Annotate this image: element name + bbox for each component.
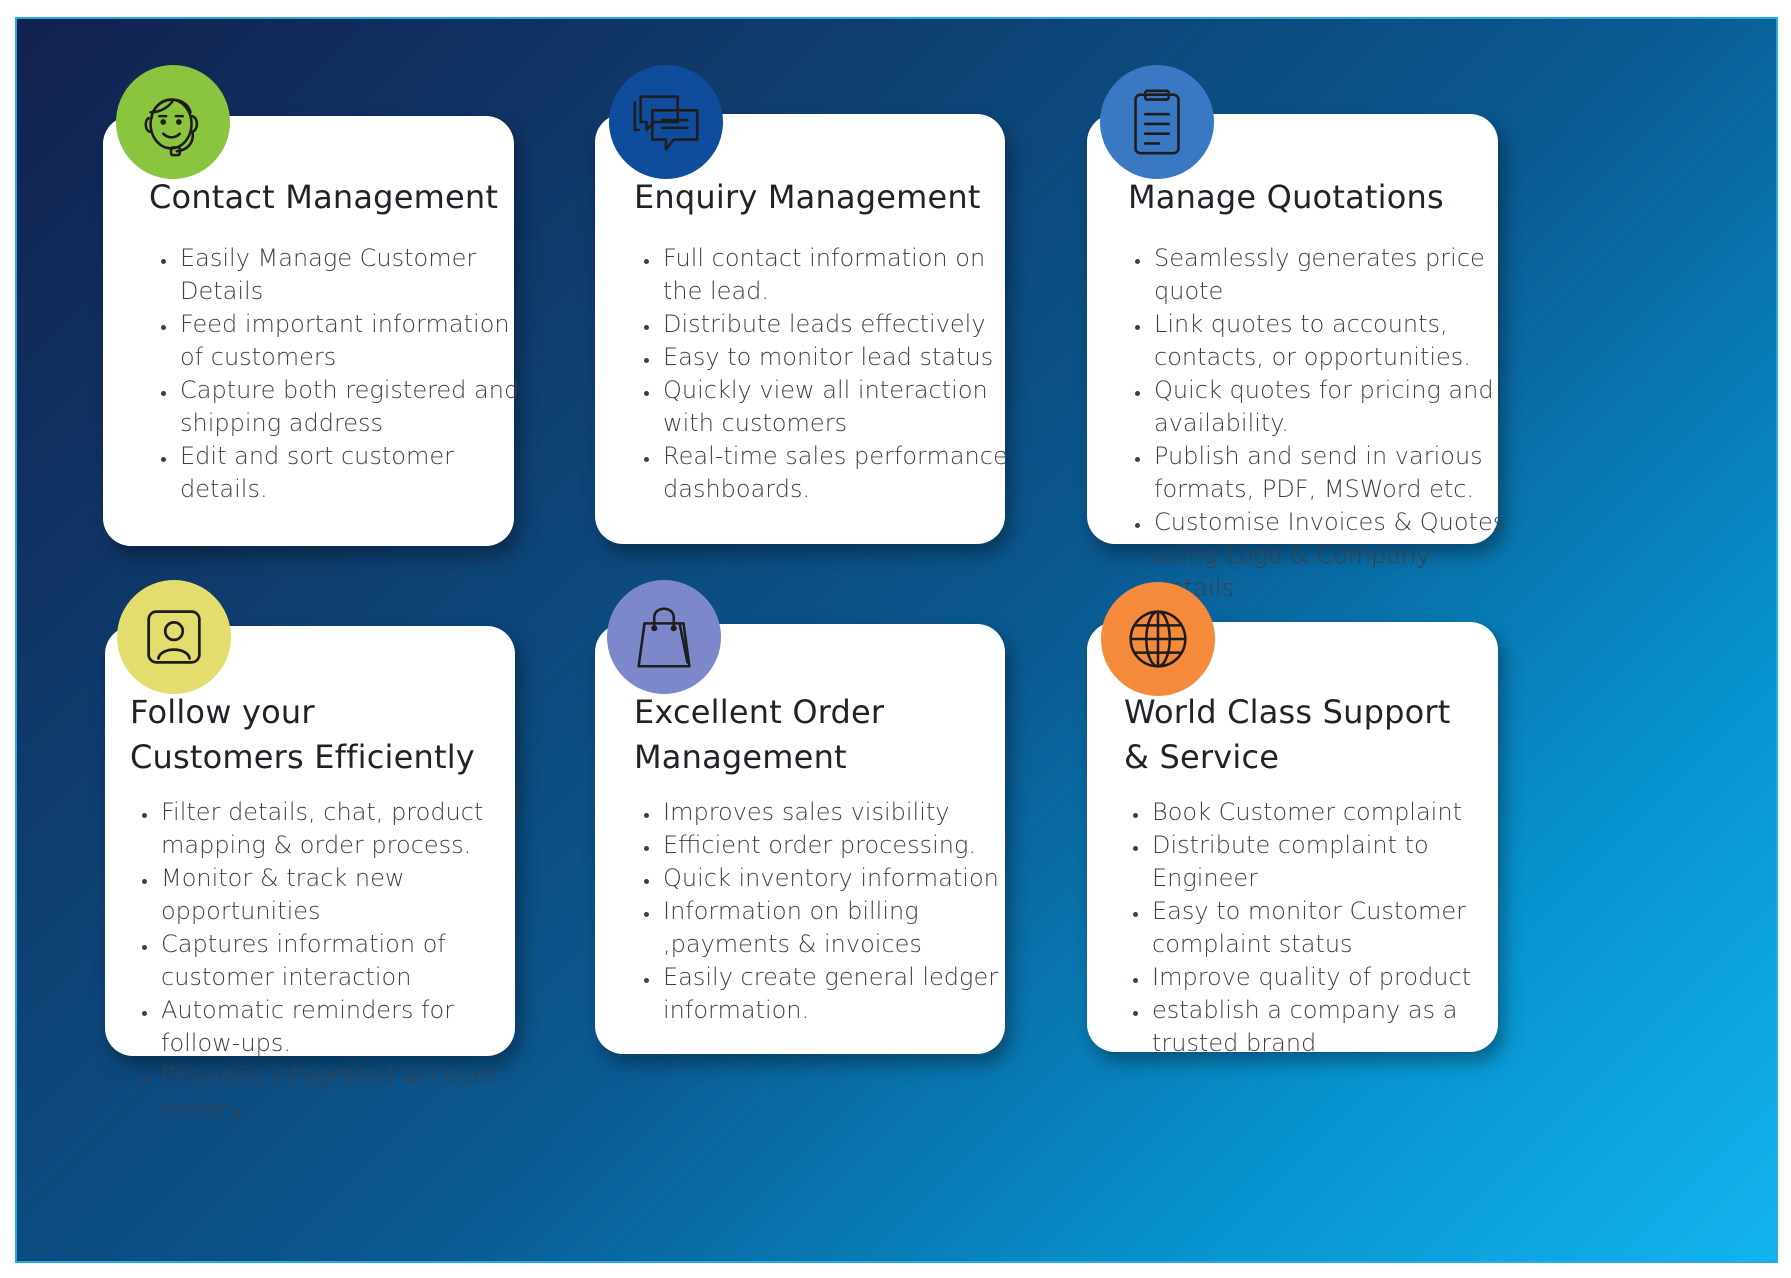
list-item: Quickly view all interaction with custom… bbox=[661, 374, 1011, 440]
list-item: Quick quotes for pricing and availabilit… bbox=[1152, 374, 1512, 440]
chat-bubbles-icon bbox=[609, 65, 723, 179]
list-item: Automatic reminders for follow-ups. bbox=[159, 994, 539, 1060]
card-manage-quotations: Seamlessly generates price quote Link qu… bbox=[1087, 114, 1505, 602]
clipboard-icon bbox=[1100, 65, 1214, 179]
list-item: Full contact information on the lead. bbox=[661, 242, 1011, 308]
list-item: Improves sales visibility bbox=[661, 796, 1021, 829]
card-title: Excellent Order Management bbox=[634, 693, 885, 776]
feature-panel: Easily Manage Customer Details Feed impo… bbox=[15, 17, 1778, 1263]
card-order-management: Excellent Order Management Improves sale… bbox=[595, 624, 1005, 1054]
list-item: Distribute leads effectively bbox=[661, 308, 1011, 341]
card-title: Manage Quotations bbox=[1128, 178, 1444, 216]
list-item: Provides integrated account history bbox=[159, 1060, 539, 1126]
list-item: Efficient order processing. bbox=[661, 829, 1021, 862]
list-item: Publish and send in various formats, PDF… bbox=[1152, 440, 1512, 506]
list-item: Distribute complaint to Engineer bbox=[1150, 829, 1510, 895]
card-title: Contact Management bbox=[149, 178, 499, 216]
list-item: Filter details, chat, product mapping & … bbox=[159, 796, 539, 862]
list-item: establish a company as a trusted brand bbox=[1150, 994, 1510, 1060]
list-item: Customise Invoices & Quotes using Logo &… bbox=[1152, 506, 1512, 605]
card-feature-list: Filter details, chat, product mapping & … bbox=[129, 796, 539, 1126]
list-item: Seamlessly generates price quote bbox=[1152, 242, 1512, 308]
card-title: Enquiry Management bbox=[634, 178, 981, 216]
list-item: Link quotes to accounts, contacts, or op… bbox=[1152, 308, 1512, 374]
list-item: Captures information of customer interac… bbox=[159, 928, 539, 994]
card-feature-list: Seamlessly generates price quote Link qu… bbox=[1122, 242, 1512, 605]
list-item: Book Customer complaint bbox=[1150, 796, 1510, 829]
list-item: Edit and sort customer details. bbox=[178, 440, 528, 506]
card-feature-list: Easily Manage Customer Details Feed impo… bbox=[148, 242, 528, 506]
card-enquiry-management: Full contact information on the lead. Di… bbox=[595, 114, 1008, 544]
list-item: Feed important information of customers bbox=[178, 308, 528, 374]
list-item: Easy to monitor Customer complaint statu… bbox=[1150, 895, 1510, 961]
card-title: Follow your Customers Efficiently bbox=[130, 693, 475, 776]
list-item: Real-time sales performance dashboards. bbox=[661, 440, 1011, 506]
list-item: Information on billing ,payments & invoi… bbox=[661, 895, 1021, 961]
card-contact-management: Easily Manage Customer Details Feed impo… bbox=[103, 116, 519, 546]
shopping-bag-icon bbox=[607, 580, 721, 694]
card-feature-list: Improves sales visibility Efficient orde… bbox=[631, 796, 1021, 1027]
list-item: Quick inventory information bbox=[661, 862, 1021, 895]
globe-icon bbox=[1101, 582, 1215, 696]
list-item: Capture both registered and shipping add… bbox=[178, 374, 528, 440]
list-item: Monitor & track new opportunities bbox=[159, 862, 539, 928]
user-profile-icon bbox=[117, 580, 231, 694]
list-item: Improve quality of product bbox=[1150, 961, 1510, 994]
card-feature-list: Book Customer complaint Distribute compl… bbox=[1120, 796, 1510, 1060]
card-follow-customers: Follow your Customers Efficiently Filter… bbox=[105, 626, 515, 1123]
support-agent-icon bbox=[116, 65, 230, 179]
list-item: Easily Manage Customer Details bbox=[178, 242, 528, 308]
card-title: World Class Support & Service bbox=[1124, 693, 1451, 776]
list-item: Easy to monitor lead status bbox=[661, 341, 1011, 374]
list-item: Easily create general ledger information… bbox=[661, 961, 1021, 1027]
card-feature-list: Full contact information on the lead. Di… bbox=[631, 242, 1011, 506]
